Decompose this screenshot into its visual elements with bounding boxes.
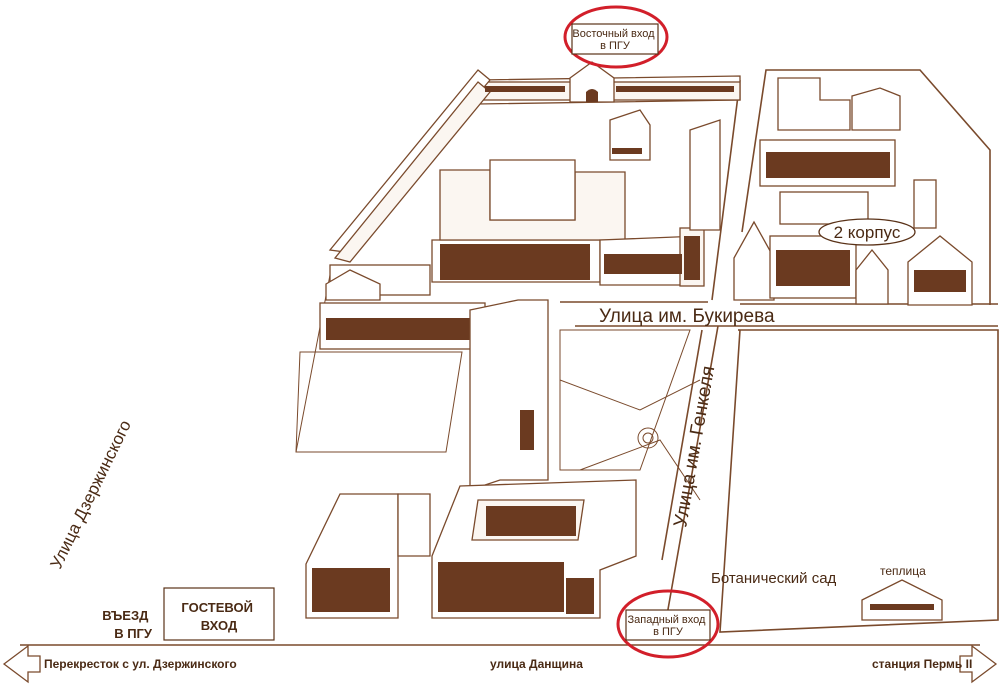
street-arrows — [2, 644, 998, 684]
greenhouse — [861, 579, 943, 621]
entry-label: ВЪЕЗД В ПГУ — [102, 608, 153, 641]
guest-entry-box — [163, 587, 275, 641]
guest-entry-label: ГОСТЕВОЙ ВХОД — [181, 600, 256, 633]
crossroad-label: Перекресток с ул. Дзержинского — [44, 657, 237, 671]
west-entrance-label: Западный вход в ПГУ — [627, 614, 708, 638]
lower-buildings — [305, 299, 637, 619]
greenhouse-label: теплица — [880, 564, 926, 578]
building-2-callout[interactable] — [818, 218, 916, 246]
station-label: станция Пермь II — [872, 657, 972, 671]
building-2-label: 2 корпус — [834, 223, 901, 242]
bukireva-street-label: Улица им. Букирева — [599, 306, 775, 327]
windows-main — [326, 86, 734, 340]
right-campus-block — [733, 77, 973, 306]
east-entrance-highlight — [563, 5, 669, 69]
east-entrance-label: Восточный вход в ПГУ — [572, 28, 657, 52]
danshchina-street-label: улица Данщина — [490, 657, 583, 671]
dzerzhinskogo-street-label: Улица Дзержинского — [47, 417, 135, 572]
botanical-garden-label: Ботанический сад — [711, 570, 837, 587]
west-entrance-box — [625, 609, 711, 641]
genkelya-street-label: Улица им. Генкеля — [670, 364, 719, 529]
west-entrance-highlight — [616, 589, 720, 659]
east-entrance-box — [571, 23, 659, 55]
